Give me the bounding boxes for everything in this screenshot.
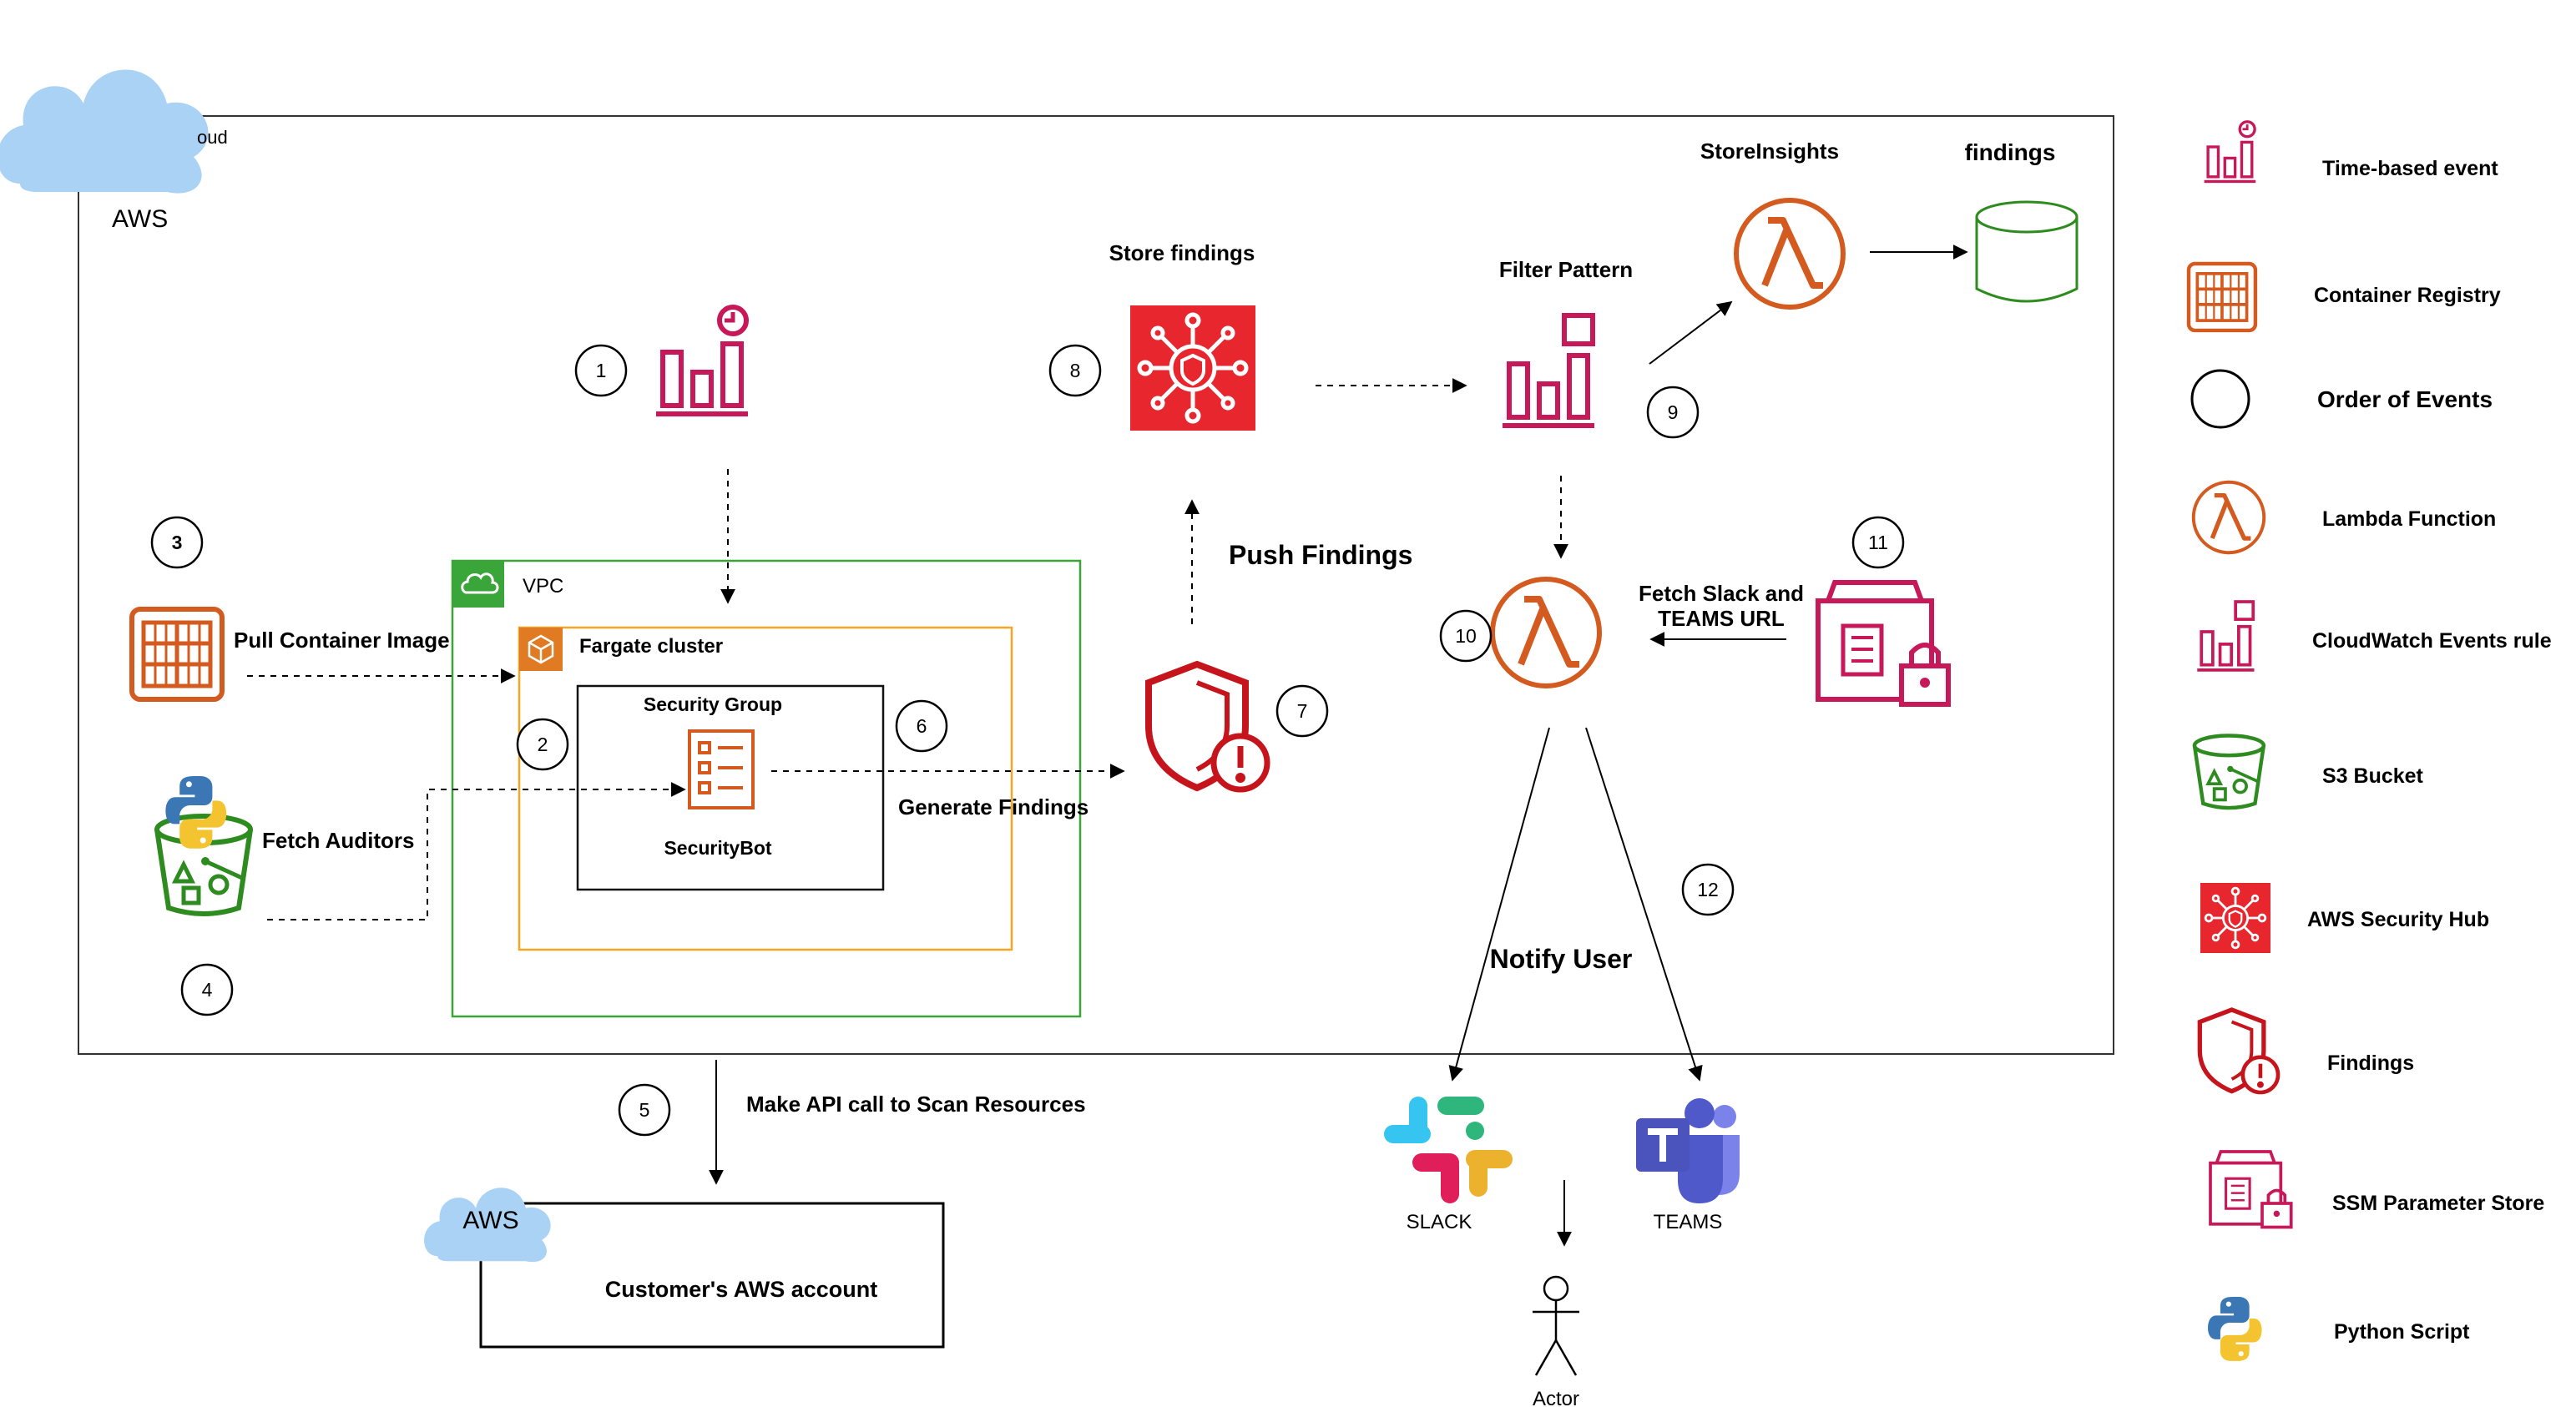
- step-markers: [150, 344, 1905, 1137]
- slack-icon: [1384, 1097, 1513, 1203]
- aws-region-label: AWS: [112, 205, 168, 233]
- notify-user-label: Notify User: [1490, 944, 1633, 974]
- legend-lambda-function-label: Lambda Function: [2322, 507, 2496, 531]
- legend-cloudwatch-events-rule-icon: [2195, 600, 2256, 672]
- generate-findings-label: Generate Findings: [898, 794, 1088, 819]
- make-api-call-label: Make API call to Scan Resources: [746, 1092, 1086, 1117]
- notify-lambda-icon: [1493, 579, 1599, 686]
- legend-time-based-event-label: Time-based event: [2322, 157, 2498, 180]
- legend-cloudwatch-events-rule-label: CloudWatch Events rule: [2312, 629, 2552, 653]
- actor-label: Actor: [1533, 1388, 1579, 1407]
- aws-cloud-boundary: [78, 115, 2114, 1055]
- step-1-number: 1: [596, 360, 607, 381]
- cloud-label: oud: [197, 127, 228, 148]
- step-11-marker: [1851, 516, 1905, 569]
- step-5-marker: [618, 1083, 671, 1137]
- storeinsights-lambda-icon: [1736, 200, 1843, 307]
- legend-s3-bucket-label: S3 Bucket: [2322, 764, 2424, 788]
- legend-order-of-events-label: Order of Events: [2317, 386, 2493, 412]
- storeinsights-label: StoreInsights: [1700, 139, 1839, 164]
- customer-account-box: [479, 1202, 945, 1349]
- securitybot-label: SecurityBot: [664, 837, 771, 859]
- legend: Time-based event Container Registry Orde…: [2189, 120, 2552, 1361]
- step-9-number: 9: [1668, 401, 1679, 423]
- arrow-notify-to-slack: [1448, 727, 1550, 1082]
- step-7-marker: [1275, 684, 1329, 738]
- slack-label: SLACK: [1407, 1211, 1472, 1233]
- step-12-number: 12: [1697, 879, 1719, 900]
- findings-icon: [1149, 664, 1267, 789]
- filter-pattern-label: Filter Pattern: [1499, 257, 1633, 282]
- legend-s3-bucket-icon: [2195, 735, 2264, 808]
- legend-container-registry-label: Container Registry: [2314, 284, 2501, 307]
- securitybot-task-icon: [688, 729, 755, 809]
- legend-findings-icon: [2200, 1010, 2278, 1092]
- step-4-marker: [180, 963, 234, 1016]
- vpc-lock-cloud-icon: [461, 572, 499, 594]
- arrow-rule-to-storeinsights: [1649, 300, 1733, 365]
- time-based-event-icon: [656, 307, 748, 414]
- security-group-label: Security Group: [644, 693, 782, 715]
- step-5-number: 5: [639, 1099, 650, 1121]
- teams-label: TEAMS: [1654, 1211, 1723, 1233]
- store-findings-label: Store findings: [1109, 240, 1255, 265]
- legend-python-script-icon: [2208, 1297, 2262, 1361]
- legend-container-registry-icon: [2189, 264, 2255, 330]
- container-registry-icon: [132, 609, 222, 699]
- step-10-number: 10: [1455, 625, 1477, 647]
- fetch-slack-label-line1: Fetch Slack and: [1639, 581, 1804, 606]
- step-11-number: 11: [1868, 532, 1888, 553]
- legend-lambda-function-icon: [2194, 482, 2264, 552]
- step-4-number: 4: [202, 979, 213, 1001]
- step-6-marker: [895, 699, 948, 753]
- arrow-notify-to-teams: [1585, 727, 1703, 1082]
- teams-icon: [1636, 1098, 1740, 1203]
- legend-order-of-events-icon: [2190, 369, 2250, 429]
- legend-ssm-parameter-store-icon: [2209, 1150, 2293, 1229]
- fetch-auditors-label: Fetch Auditors: [262, 828, 414, 853]
- findings-bucket-label: findings: [1965, 139, 2056, 165]
- step-10-marker: [1439, 609, 1493, 663]
- flow-arrows: [247, 245, 1968, 1247]
- step-9-marker: [1646, 386, 1700, 439]
- legend-ssm-parameter-store-label: SSM Parameter Store: [2332, 1192, 2544, 1215]
- vpc-label: VPC: [523, 575, 563, 598]
- step-3-number: 3: [172, 532, 183, 553]
- legend-python-script-label: Python Script: [2334, 1320, 2470, 1344]
- step-1-marker: [574, 344, 628, 397]
- step-6-number: 6: [917, 715, 927, 737]
- actor-icon: [1533, 1275, 1579, 1376]
- fetch-slack-label-line2: TEAMS URL: [1658, 606, 1785, 631]
- arrow-fetch-auditors: [267, 782, 686, 920]
- findings-bucket-icon: [1975, 200, 2078, 303]
- legend-aws-security-hub-icon: [2199, 881, 2272, 955]
- fargate-cube-icon: [528, 634, 554, 664]
- step-2-number: 2: [538, 734, 548, 755]
- push-findings-label: Push Findings: [1229, 540, 1412, 570]
- ssm-parameter-store-icon: [1818, 582, 1948, 704]
- legend-aws-security-hub-label: AWS Security Hub: [2307, 908, 2489, 931]
- customer-account-label: Customer's AWS account: [605, 1277, 877, 1302]
- customer-cloud-label: AWS: [462, 1207, 518, 1234]
- cloudwatch-events-rule-icon: [1503, 315, 1594, 426]
- step-8-number: 8: [1070, 360, 1081, 381]
- step-8-marker: [1048, 344, 1102, 397]
- step-3-marker: [150, 516, 204, 569]
- legend-findings-label: Findings: [2327, 1051, 2414, 1075]
- step-2-marker: [516, 718, 569, 771]
- security-group-box: [576, 684, 885, 891]
- pull-container-image-label: Pull Container Image: [234, 628, 450, 653]
- step-numbers: 1 2 3 4 5 6 7 8 9 10 11 12: [172, 360, 1888, 1121]
- step-12-marker: [1681, 863, 1735, 916]
- aws-cloud-icon: [0, 69, 209, 194]
- legend-time-based-event-icon: [2202, 120, 2257, 184]
- step-7-number: 7: [1297, 700, 1308, 722]
- security-hub-icon: [1130, 305, 1255, 431]
- fargate-label: Fargate cluster: [579, 635, 723, 658]
- fargate-cluster-box: [518, 626, 1013, 951]
